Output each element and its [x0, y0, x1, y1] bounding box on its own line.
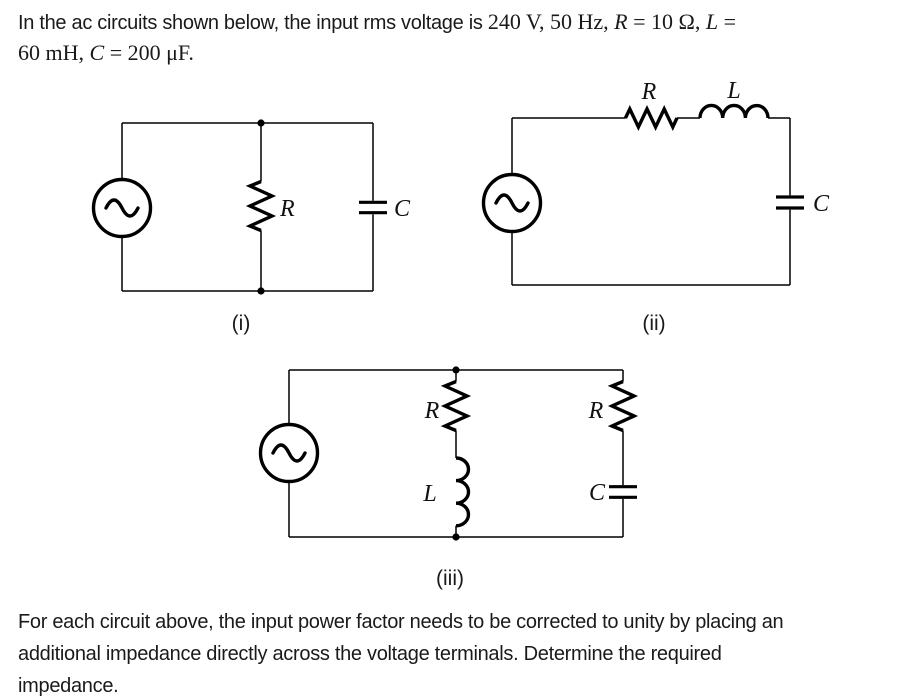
capacitor-label: C [394, 196, 411, 222]
math-values-4: 60 mH, [18, 40, 90, 65]
figure-label-iii: (iii) [436, 567, 464, 590]
capacitor-plates-icon [776, 195, 804, 210]
inductor-label: L [726, 78, 740, 104]
circuit-i: R C (i) [91, 119, 411, 335]
wire [121, 122, 374, 292]
capacitor-plates-icon [359, 200, 387, 215]
circuit-iii: R L R C (iii) [258, 366, 639, 590]
sine-wave-icon [494, 193, 530, 213]
capacitor-plates-icon [609, 485, 637, 499]
junction-dot [257, 119, 265, 127]
ac-source-icon [91, 177, 153, 239]
junction-dot [452, 366, 460, 374]
resistor-zigzag-icon [245, 179, 277, 233]
junction-dot [257, 287, 265, 295]
inductor-label: L [422, 481, 436, 507]
intro-line-1: In the ac circuits shown below, the inpu… [18, 9, 736, 36]
wire [511, 117, 791, 286]
intro-line-2: 60 mH, C = 200 μF. [18, 40, 194, 67]
resistor-middle-label: R [424, 398, 440, 424]
figure-label-ii: (ii) [642, 312, 665, 335]
math-values-1: 240 V, 50 Hz, [487, 9, 615, 34]
math-values-5: = 200 μF. [104, 40, 194, 65]
math-var-R: R [614, 9, 628, 34]
capacitor-label: C [589, 480, 606, 506]
capacitor-label: C [813, 191, 830, 217]
math-values-3: = [718, 9, 737, 34]
math-var-L: L [705, 9, 719, 34]
closing-line-2: additional impedance directly across the… [18, 643, 722, 665]
inductor-coil-icon [455, 456, 471, 528]
resistor-zigzag-icon [607, 379, 639, 433]
ac-source-icon [258, 422, 320, 484]
resistor-right-label: R [588, 398, 604, 424]
closing-line-3: impedance. [18, 675, 119, 697]
resistor-zigzag-icon [623, 105, 679, 131]
wire [288, 369, 624, 538]
math-values-2: = 10 Ω, [627, 9, 706, 34]
junction-dot [452, 533, 460, 541]
resistor-zigzag-icon [440, 379, 472, 433]
figure-label-i: (i) [232, 312, 251, 335]
inductor-coil-icon [698, 103, 770, 119]
circuit-ii: R L C (ii) [481, 78, 830, 335]
math-var-C: C [89, 40, 105, 65]
sine-wave-icon [104, 198, 140, 218]
intro-text: In the ac circuits shown below, the inpu… [18, 12, 488, 34]
closing-line-1: For each circuit above, the input power … [18, 611, 784, 633]
ac-source-icon [481, 172, 543, 234]
sine-wave-icon [271, 443, 307, 463]
resistor-label: R [641, 79, 657, 105]
resistor-label: R [279, 196, 295, 222]
